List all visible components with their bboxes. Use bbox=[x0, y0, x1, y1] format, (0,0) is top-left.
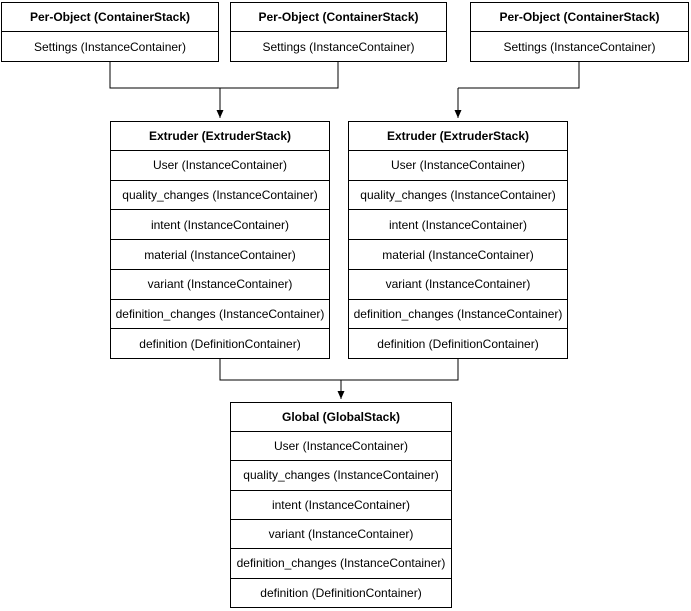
extruder-stack-left-header: Extruder (ExtruderStack) bbox=[111, 122, 329, 151]
per-object-stack-1-row-settings: Settings (InstanceContainer) bbox=[33, 39, 187, 54]
extruder-stack-left-row-definition-changes: definition_changes (InstanceContainer) bbox=[111, 300, 329, 330]
global-stack-row-definition-changes: definition_changes (InstanceContainer) bbox=[231, 549, 451, 579]
extruder-stack-right-row-definition: definition (DefinitionContainer) bbox=[377, 336, 539, 351]
global-stack-row-variant: variant (InstanceContainer) bbox=[231, 520, 451, 550]
extruder-stack-right-row-definition-changes: definition_changes (InstanceContainer) bbox=[349, 300, 567, 330]
extruder-stack-right-header: Extruder (ExtruderStack) bbox=[349, 122, 567, 151]
extruder-stack-right-row-variant: variant (InstanceContainer) bbox=[349, 270, 567, 300]
extruder-stack-left: Extruder (ExtruderStack) User (InstanceC… bbox=[110, 121, 330, 359]
per-object-stack-2: Per-Object (ContainerStack) Settings (In… bbox=[230, 2, 447, 62]
extruder-stack-left-row-material: material (InstanceContainer) bbox=[111, 240, 329, 270]
global-stack-row-user: User (InstanceContainer) bbox=[231, 432, 451, 462]
global-stack: Global (GlobalStack) User (InstanceConta… bbox=[230, 402, 452, 608]
extruder-stack-right-row-material: material (InstanceContainer) bbox=[349, 240, 567, 270]
extruder-stack-left-row-user: User (InstanceContainer) bbox=[111, 151, 329, 181]
connector-extruders-elbow bbox=[219, 359, 459, 381]
extruder-stack-right: Extruder (ExtruderStack) User (InstanceC… bbox=[348, 121, 568, 359]
extruder-stack-left-row-definition: definition (DefinitionContainer) bbox=[139, 336, 301, 351]
extruder-stack-left-row-intent: intent (InstanceContainer) bbox=[111, 210, 329, 241]
global-stack-header: Global (GlobalStack) bbox=[231, 403, 451, 432]
per-object-stack-2-row-settings: Settings (InstanceContainer) bbox=[262, 39, 415, 54]
per-object-stack-3-header: Per-Object (ContainerStack) bbox=[471, 3, 688, 32]
extruder-stack-right-row-quality-changes: quality_changes (InstanceContainer) bbox=[349, 181, 567, 211]
per-object-stack-3: Per-Object (ContainerStack) Settings (In… bbox=[470, 2, 689, 62]
per-object-stack-1-header: Per-Object (ContainerStack) bbox=[2, 3, 218, 32]
extruder-stack-left-row-quality-changes: quality_changes (InstanceContainer) bbox=[111, 181, 329, 211]
per-object-stack-2-header: Per-Object (ContainerStack) bbox=[231, 3, 446, 32]
global-stack-row-quality-changes: quality_changes (InstanceContainer) bbox=[231, 461, 451, 491]
connector-perobject1-perobject2-elbow bbox=[109, 62, 339, 89]
connector-perobject3-elbow bbox=[458, 62, 580, 89]
global-stack-row-intent: intent (InstanceContainer) bbox=[231, 491, 451, 520]
extruder-stack-left-row-variant: variant (InstanceContainer) bbox=[111, 270, 329, 300]
per-object-stack-3-row-settings: Settings (InstanceContainer) bbox=[503, 39, 656, 54]
extruder-stack-right-row-user: User (InstanceContainer) bbox=[349, 151, 567, 181]
extruder-stack-right-row-intent: intent (InstanceContainer) bbox=[349, 210, 567, 241]
per-object-stack-1: Per-Object (ContainerStack) Settings (In… bbox=[1, 2, 219, 62]
global-stack-row-definition: definition (DefinitionContainer) bbox=[260, 585, 422, 600]
